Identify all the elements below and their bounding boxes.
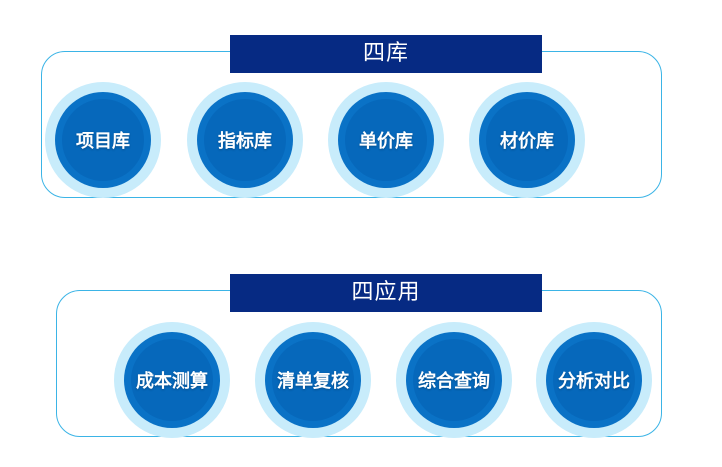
node-bill-review: 清单复核 [255, 322, 371, 438]
node-label: 指标库 [218, 131, 272, 152]
group-title-four-applications: 四应用 [230, 274, 542, 312]
node-project-library: 项目库 [45, 82, 161, 198]
node-unit-price-library: 单价库 [328, 82, 444, 198]
group-title-four-libraries: 四库 [230, 35, 542, 73]
node-label: 分析对比 [558, 371, 630, 392]
node-material-price-library: 材价库 [469, 82, 585, 198]
node-indicator-library: 指标库 [187, 82, 303, 198]
node-label: 清单复核 [277, 371, 349, 392]
node-cost-estimation: 成本测算 [114, 322, 230, 438]
node-label: 项目库 [76, 131, 130, 152]
node-label: 材价库 [500, 131, 554, 152]
node-comprehensive-query: 综合查询 [396, 322, 512, 438]
node-label: 成本测算 [136, 371, 208, 392]
node-label: 单价库 [359, 131, 413, 152]
node-label: 综合查询 [418, 371, 490, 392]
node-analysis-comparison: 分析对比 [536, 322, 652, 438]
